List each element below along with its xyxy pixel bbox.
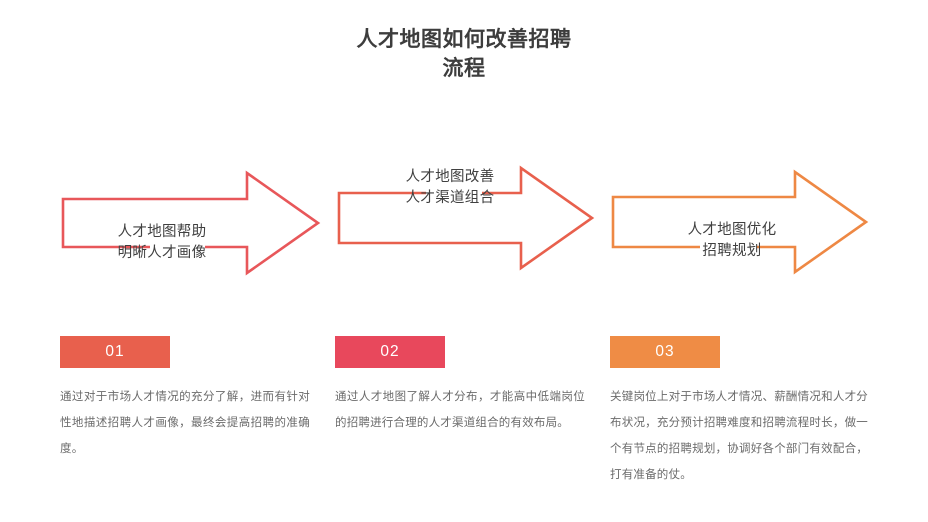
arrow-shape-2 xyxy=(337,165,595,271)
step-badge-02: 02 xyxy=(335,336,445,368)
arrow-label-1: 人才地图帮助 明晰人才画像 xyxy=(117,224,207,261)
step-description-1: 通过对于市场人才情况的充分了解，进而有针对性地描述招聘人才画像，最终会提高招聘的… xyxy=(60,391,310,455)
arrow-shape-1 xyxy=(61,170,321,276)
arrow-label-3: 人才地图优化 招聘规划 xyxy=(687,222,777,259)
step-column-2: 02 通过人才地图了解人才分布，才能高中低端岗位的招聘进行合理的人才渠道组合的有… xyxy=(335,336,585,437)
arrow-shape-3 xyxy=(611,169,869,275)
step-column-1: 01 通过对于市场人才情况的充分了解，进而有针对性地描述招聘人才画像，最终会提高… xyxy=(60,336,310,463)
step-description-3: 关键岗位上对于市场人才情况、薪酬情况和人才分布状况，充分预计招聘难度和招聘流程时… xyxy=(610,391,868,481)
step-badge-01: 01 xyxy=(60,336,170,368)
step-badge-03: 03 xyxy=(610,336,720,368)
step-description-2: 通过人才地图了解人才分布，才能高中低端岗位的招聘进行合理的人才渠道组合的有效布局… xyxy=(335,391,585,429)
step-column-3: 03 关键岗位上对于市场人才情况、薪酬情况和人才分布状况，充分预计招聘难度和招聘… xyxy=(610,336,868,489)
page-title: 人才地图如何改善招聘 流程 xyxy=(356,28,572,80)
arrow-label-2: 人才地图改善 人才渠道组合 xyxy=(405,169,495,206)
